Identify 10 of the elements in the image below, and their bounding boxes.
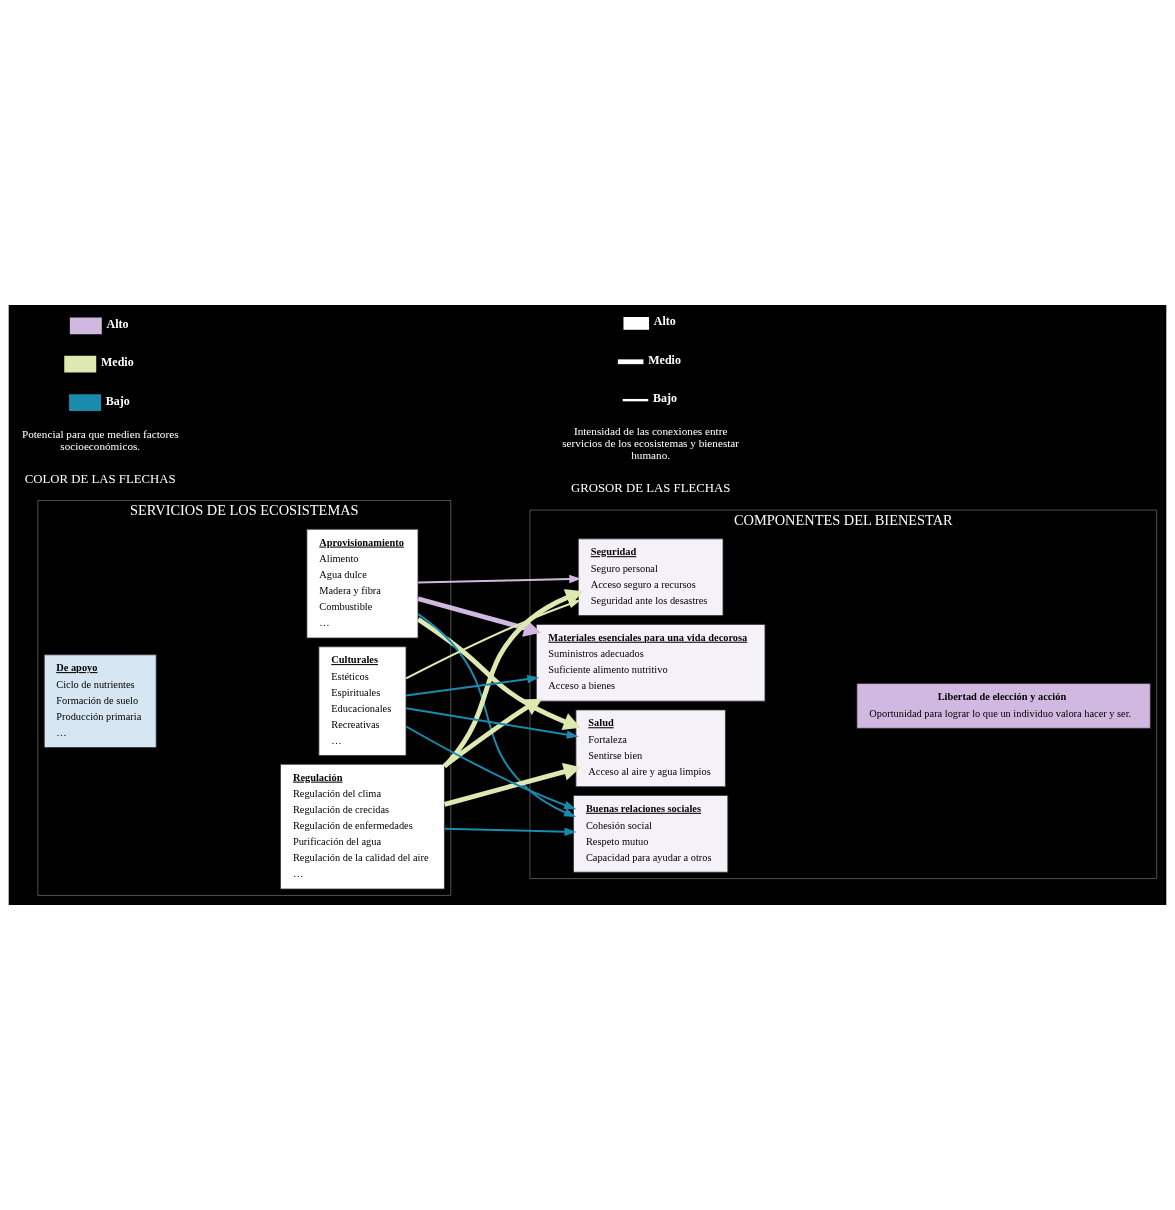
label: Intensidad de las conexiones entre servicios de los ecosistemas y bienestar humano.: [562, 425, 740, 462]
legend-label: Medio: [648, 352, 681, 367]
legend-label: Bajo: [105, 393, 130, 408]
legend-label: Alto: [106, 316, 129, 331]
label: COLOR DE LAS FLECHAS: [24, 471, 176, 486]
label: GROSOR DE LAS FLECHAS: [570, 481, 731, 496]
legend-label: Bajo: [653, 391, 678, 406]
legend-label: Alto: [653, 314, 676, 329]
legend-label: Medio: [101, 355, 134, 370]
label: Potencial para que medien factores socioeconómicos.: [21, 428, 179, 453]
